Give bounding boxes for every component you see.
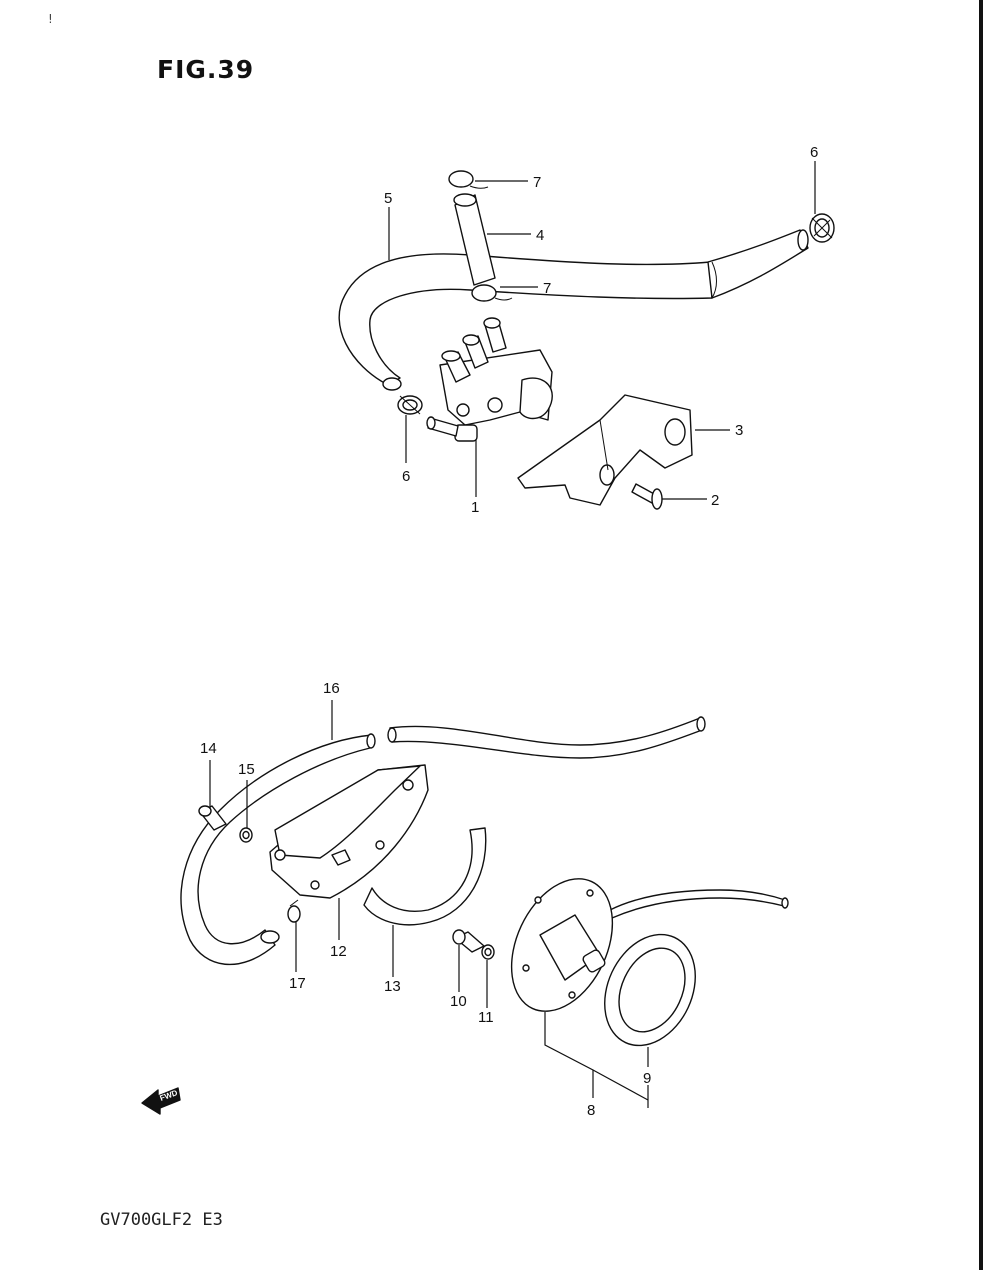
bracket-3 [517,394,693,506]
short-hose-4 [453,193,496,286]
clip-7-upper [448,170,489,189]
callout-6-left: 6 [402,468,410,485]
callout-16: 16 [323,680,340,697]
callout-6-right: 6 [810,144,818,161]
leader-lines-lower [209,700,649,1108]
clip-7-lower [471,284,513,302]
callout-12: 12 [330,943,347,960]
callout-5: 5 [384,190,392,207]
leader-lines-upper [388,161,816,500]
callout-8: 8 [587,1102,595,1119]
nut-11 [481,944,495,960]
pump-outlet-hose [609,889,789,919]
page-edge-rule [979,0,983,1270]
gasket-9 [604,933,696,1047]
screw-2 [631,483,663,510]
callout-7-upper: 7 [533,174,541,191]
bolt-10 [452,929,485,953]
bolt-14 [198,805,227,831]
callout-4: 4 [536,227,544,244]
callout-10: 10 [450,993,467,1010]
long-hose-16 [180,716,706,966]
callout-13: 13 [384,978,401,995]
fuel-cock-1 [426,317,553,442]
cover-12 [269,764,429,899]
nut-15 [239,827,253,843]
band-13 [363,827,487,926]
callout-14: 14 [200,740,217,757]
fuel-pump-plate-8 [510,878,614,1012]
forward-arrow-icon: FWD [141,1087,181,1115]
callout-numbers: 7 4 7 5 6 6 1 3 2 16 14 15 12 13 17 10 1… [200,144,818,1119]
callout-1: 1 [471,499,479,516]
callout-2: 2 [711,492,719,509]
clip-17 [287,899,301,923]
callout-3: 3 [735,422,743,439]
callout-11: 11 [478,1009,494,1026]
clamp-6-left [397,395,423,415]
callout-15: 15 [238,761,255,778]
clamp-6-right [809,213,835,243]
corner-mark: ! [48,12,53,26]
model-code: GV700GLF2 E3 [100,1210,223,1230]
figure-title: FIG.39 [157,55,255,84]
fuel-hose-5 [338,229,809,391]
callout-9: 9 [643,1070,651,1087]
callout-7-lower: 7 [543,280,551,297]
callout-17: 17 [289,975,306,992]
